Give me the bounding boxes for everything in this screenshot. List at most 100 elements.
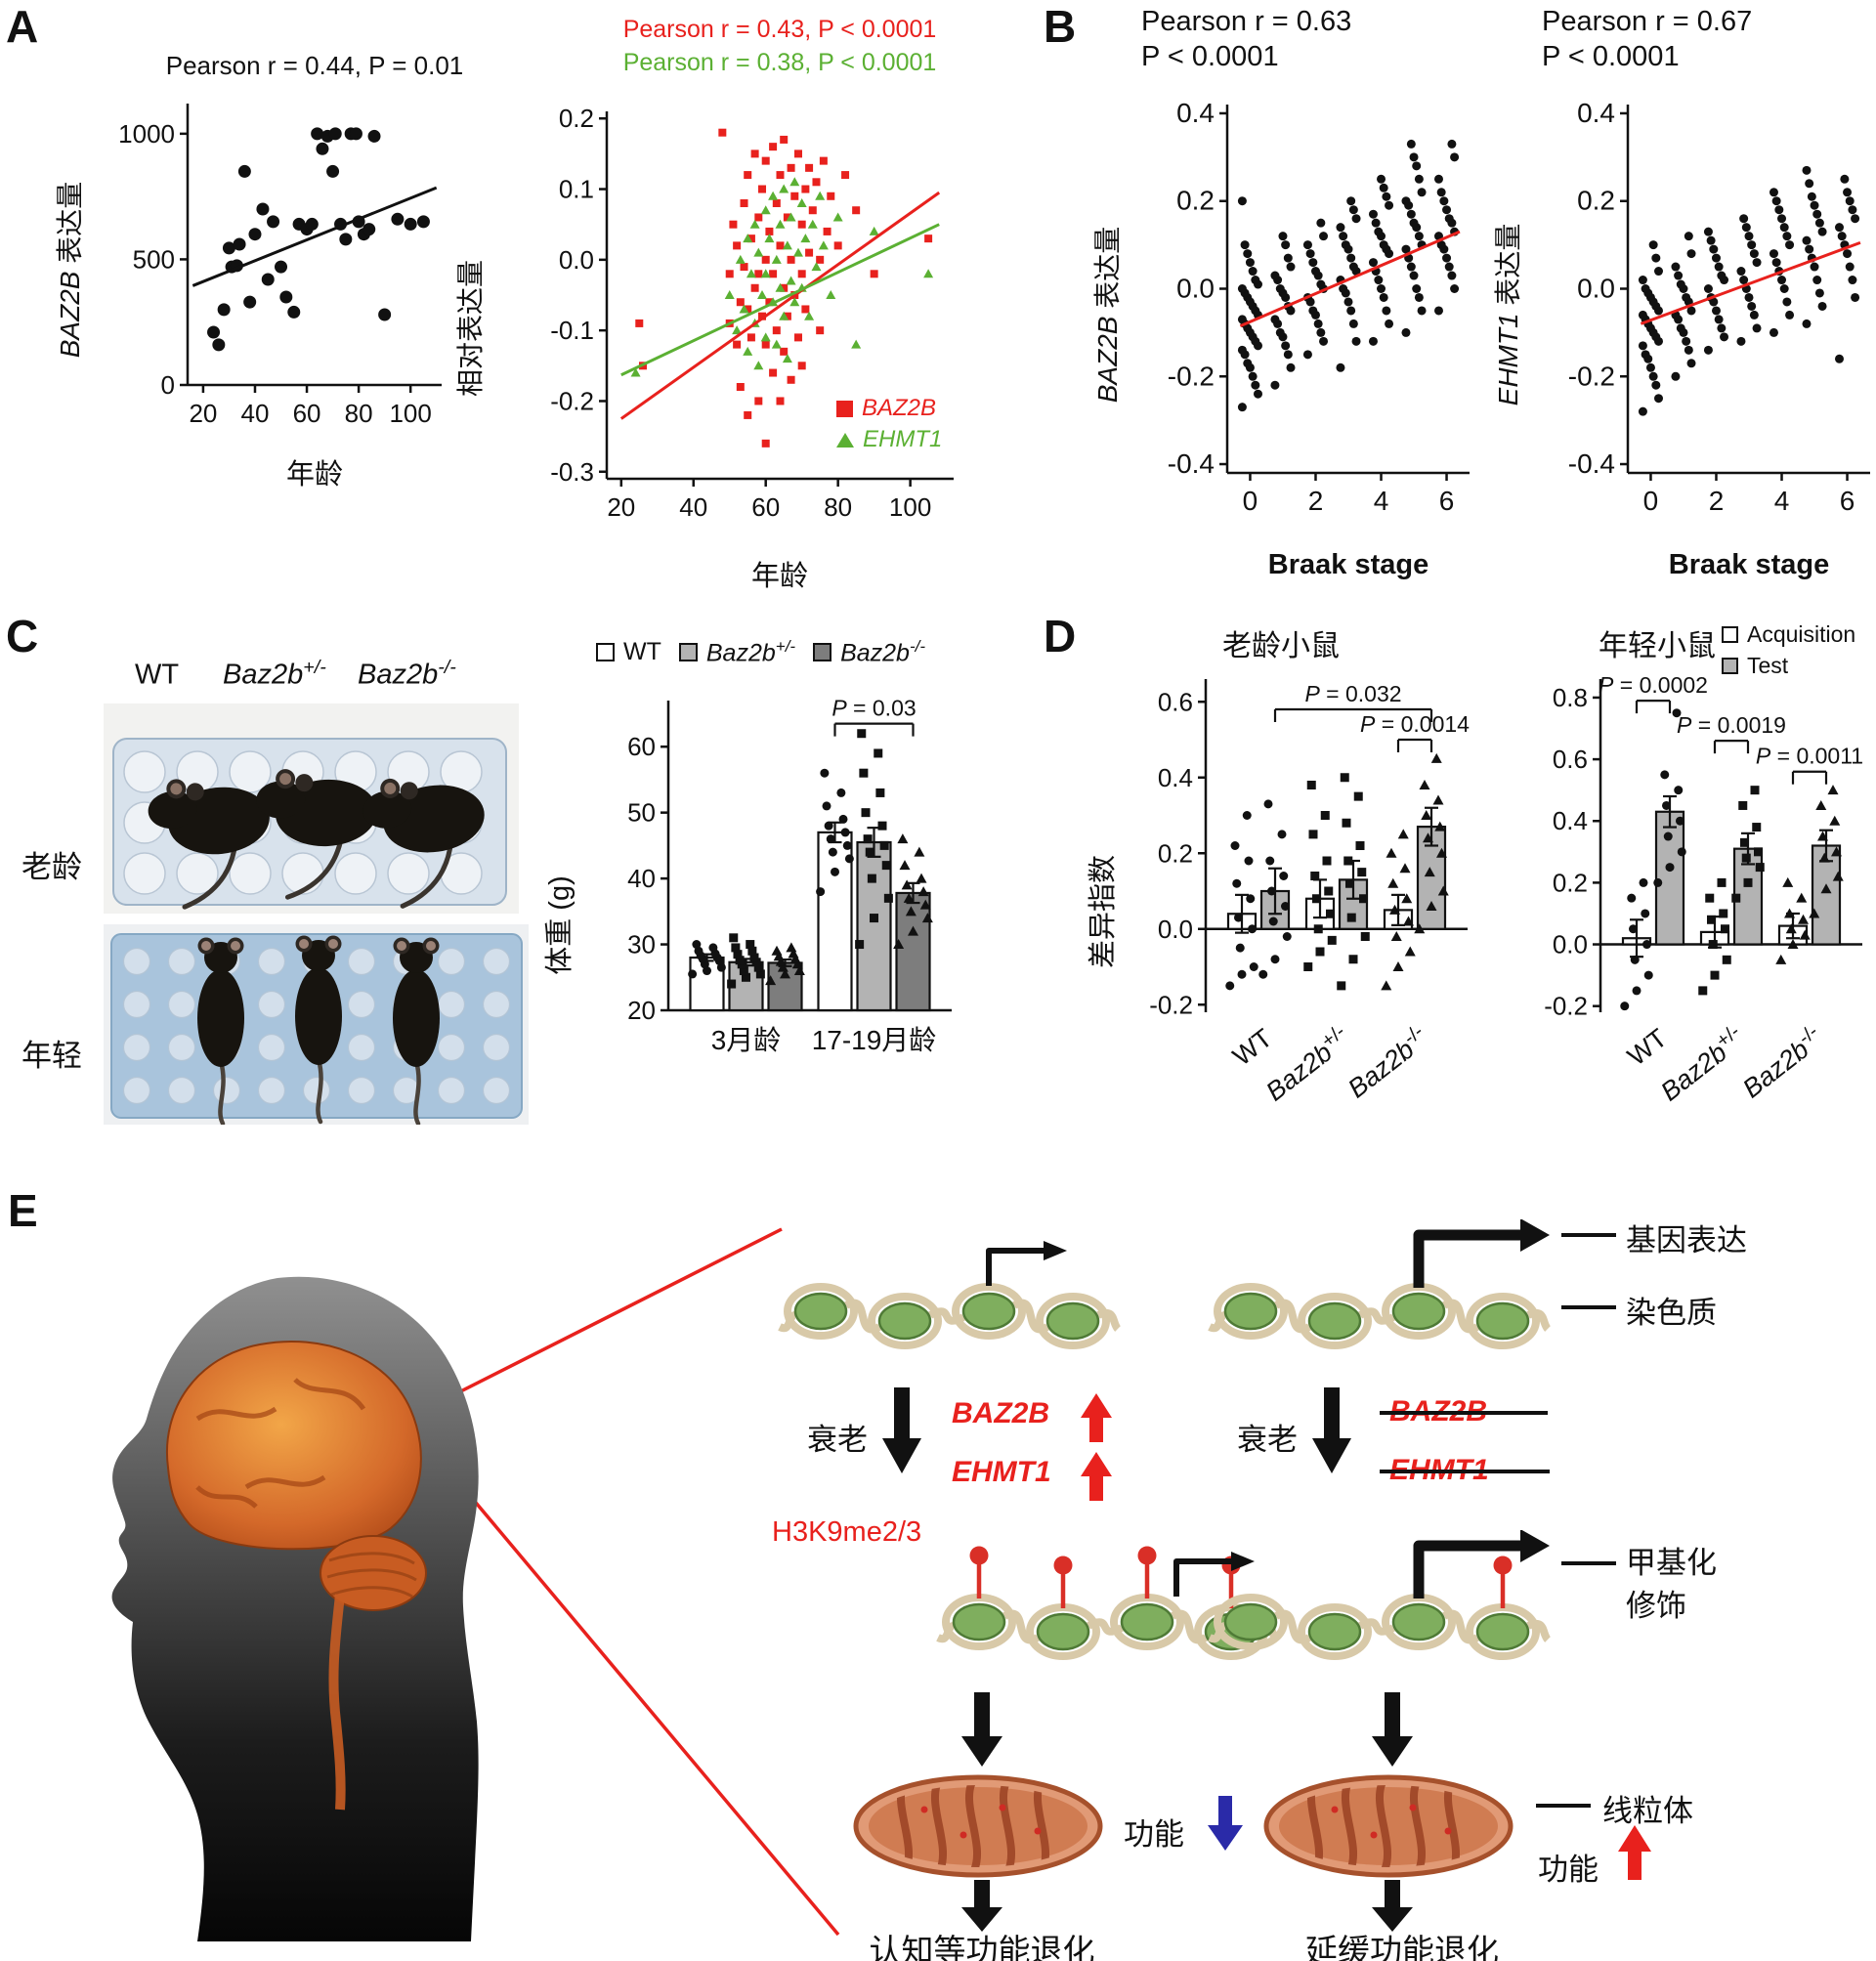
svg-text:20: 20 (607, 492, 635, 522)
svg-text:-0.2: -0.2 (1149, 990, 1193, 1019)
function-label-right: 功能 (1538, 1853, 1599, 1887)
svg-text:0.0: 0.0 (1553, 930, 1588, 959)
mitochondria-illustration-right (1263, 1774, 1514, 1878)
svg-text:80: 80 (824, 492, 852, 522)
svg-text:-0.4: -0.4 (1568, 448, 1615, 479)
y-axis-label: EHMT1 表达量 (1493, 223, 1523, 406)
ko-swatch-icon (813, 643, 832, 662)
label-mitochondria: 线粒体 (1602, 1794, 1693, 1828)
svg-text:0.2: 0.2 (1553, 868, 1588, 897)
test-swatch-icon (1722, 658, 1738, 674)
svg-text:0.2: 0.2 (1158, 838, 1193, 868)
x-axis-label: Braak stage (1267, 549, 1429, 580)
genotype-header-ko: Baz2b-/- (358, 657, 456, 691)
svg-text:40: 40 (241, 399, 270, 428)
svg-text:2: 2 (1709, 486, 1725, 516)
svg-text:60: 60 (751, 492, 780, 522)
label-dash (1561, 1233, 1616, 1237)
legend: WT Baz2b+/- Baz2b-/- (596, 637, 925, 667)
chart-title-young-mice: 年轻小鼠 (1599, 630, 1716, 662)
down-arrow-icon (882, 1387, 921, 1473)
strikethrough-line (1380, 1469, 1550, 1473)
svg-text:0: 0 (1243, 486, 1258, 516)
svg-text:20: 20 (627, 996, 656, 1025)
label-dash (1561, 1305, 1616, 1309)
y-axis-label: 差异指数 (1087, 855, 1119, 969)
human-head-brain-illustration (111, 1276, 479, 1941)
baz2b-marker-icon (836, 400, 853, 417)
aged-mice-photo (104, 703, 519, 914)
up-arrow-icon (1081, 1393, 1112, 1442)
svg-text:40: 40 (679, 492, 707, 522)
svg-text:30: 30 (627, 930, 656, 959)
svg-text:P = 0.032: P = 0.032 (1304, 681, 1401, 706)
svg-text:0.8: 0.8 (1553, 683, 1588, 712)
legend-item-het: Baz2b+/- (678, 637, 795, 667)
svg-text:0.0: 0.0 (1158, 915, 1193, 944)
outcome-label-right: 延缓功能退化 (1305, 1933, 1499, 1961)
svg-text:WT: WT (1622, 1023, 1673, 1071)
svg-text:Baz2b+/-: Baz2b+/- (1258, 1021, 1355, 1107)
chromatin-open-left (778, 1241, 1122, 1349)
legend-item-acquisition: Acquisition (1722, 621, 1855, 648)
svg-text:2: 2 (1308, 486, 1324, 516)
young-mice-photo (104, 924, 529, 1125)
svg-text:80: 80 (345, 399, 373, 428)
aging-label-right: 衰老 (1237, 1423, 1298, 1457)
svg-text:0: 0 (1643, 486, 1659, 516)
svg-text:-0.4: -0.4 (1168, 448, 1215, 479)
svg-text:40: 40 (627, 864, 656, 893)
svg-text:P = 0.0014: P = 0.0014 (1360, 711, 1470, 737)
outcome-label-left: 认知等功能退化 (869, 1933, 1095, 1961)
legend: Acquisition Test (1722, 621, 1855, 679)
svg-text:50: 50 (627, 798, 656, 828)
down-arrow-icon (1372, 1880, 1413, 1932)
function-label-left: 功能 (1124, 1817, 1184, 1852)
svg-text:0.0: 0.0 (1176, 274, 1215, 304)
legend-item-ehmt1: EHMT1 (836, 426, 942, 453)
label-dash (1561, 1561, 1616, 1565)
y-axis-label: 相对表达量 (455, 260, 486, 398)
svg-text:Baz2b-/-: Baz2b-/- (1341, 1021, 1434, 1104)
down-arrow-icon (961, 1692, 1002, 1767)
svg-text:0.6: 0.6 (1158, 687, 1193, 716)
svg-text:P = 0.0019: P = 0.0019 (1677, 712, 1786, 738)
aging-label-left: 衰老 (807, 1423, 868, 1457)
svg-text:20: 20 (189, 399, 217, 428)
chart-title-line2: P < 0.0001 (1141, 41, 1279, 72)
chart-title-baz2b: Pearson r = 0.43, P < 0.0001 (622, 16, 937, 43)
svg-text:-0.2: -0.2 (550, 386, 594, 415)
down-arrow-icon (961, 1880, 1002, 1932)
label-gene-expression: 基因表达 (1626, 1223, 1747, 1258)
panel-label-a: A (6, 1, 39, 52)
svg-text:P = 0.03: P = 0.03 (831, 696, 916, 721)
svg-text:17-19月龄: 17-19月龄 (812, 1025, 937, 1055)
svg-text:6: 6 (1840, 486, 1855, 516)
gene-name: BAZ2B (1092, 316, 1123, 404)
svg-text:P = 0.0002: P = 0.0002 (1599, 672, 1708, 698)
x-axis-label: 年龄 (285, 459, 343, 490)
svg-text:0.4: 0.4 (1176, 98, 1215, 128)
panel-a-right-chart: Pearson r = 0.43, P < 0.0001 Pearson r =… (455, 16, 993, 633)
baz2b-upregulated-label: BAZ2B (952, 1397, 1050, 1429)
svg-text:0.2: 0.2 (1577, 186, 1615, 216)
down-arrow-icon (1372, 1692, 1413, 1767)
svg-text:60: 60 (627, 732, 656, 761)
down-arrow-icon (1312, 1387, 1351, 1473)
legend-item-baz2b: BAZ2B (836, 395, 942, 422)
genotype-header-het: Baz2b+/- (223, 657, 326, 691)
label-chromatin: 染色质 (1626, 1296, 1717, 1330)
row-label-aged: 老龄 (21, 850, 82, 884)
svg-text:WT: WT (1227, 1023, 1278, 1071)
svg-text:3月龄: 3月龄 (711, 1025, 782, 1055)
ehmt1-upregulated-label: EHMT1 (952, 1456, 1051, 1488)
genotype-header-wt: WT (135, 659, 180, 691)
legend-item-wt: WT (596, 638, 661, 666)
baz2b-knockout-label: BAZ2B (1380, 1395, 1549, 1428)
